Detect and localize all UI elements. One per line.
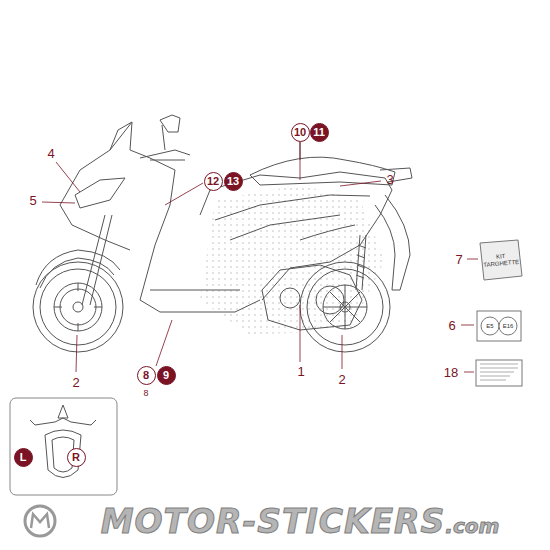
- callout-number: 3: [386, 173, 393, 186]
- callout-number: R: [72, 452, 80, 463]
- callout-number: 11: [313, 127, 325, 138]
- callout-number: L: [20, 452, 27, 463]
- callout-circle: 8: [137, 366, 156, 385]
- callout-number: 2: [338, 373, 345, 386]
- callout-number: 8: [143, 389, 148, 398]
- callout-number: 9: [163, 370, 169, 381]
- callout-number: 7: [455, 253, 462, 266]
- callout-number: 5: [29, 194, 36, 207]
- callout-number: 1: [297, 365, 304, 378]
- callout-circle: 11: [310, 123, 329, 142]
- callout-number: 8: [143, 370, 149, 381]
- callout-circle: L: [14, 448, 33, 467]
- callout-number: 4: [47, 147, 54, 160]
- callout-number: 6: [448, 319, 455, 332]
- sticker-text: E5: [486, 323, 493, 329]
- callout-circle: 10: [291, 123, 310, 142]
- callout-number: 10: [294, 127, 306, 138]
- callout-circle: 13: [224, 172, 243, 191]
- watermark: MOTOR-STICKERS: [101, 505, 446, 538]
- callout-number: 13: [227, 176, 239, 187]
- sticker-text: E16: [503, 323, 514, 329]
- callout-number: 2: [72, 376, 79, 389]
- callout-circle: R: [67, 448, 86, 467]
- callout-circle: 9: [157, 366, 176, 385]
- callout-number: 18: [444, 366, 458, 379]
- watermark: .com: [445, 516, 499, 536]
- callout-number: 12: [207, 176, 219, 187]
- callout-circle: 12: [204, 172, 223, 191]
